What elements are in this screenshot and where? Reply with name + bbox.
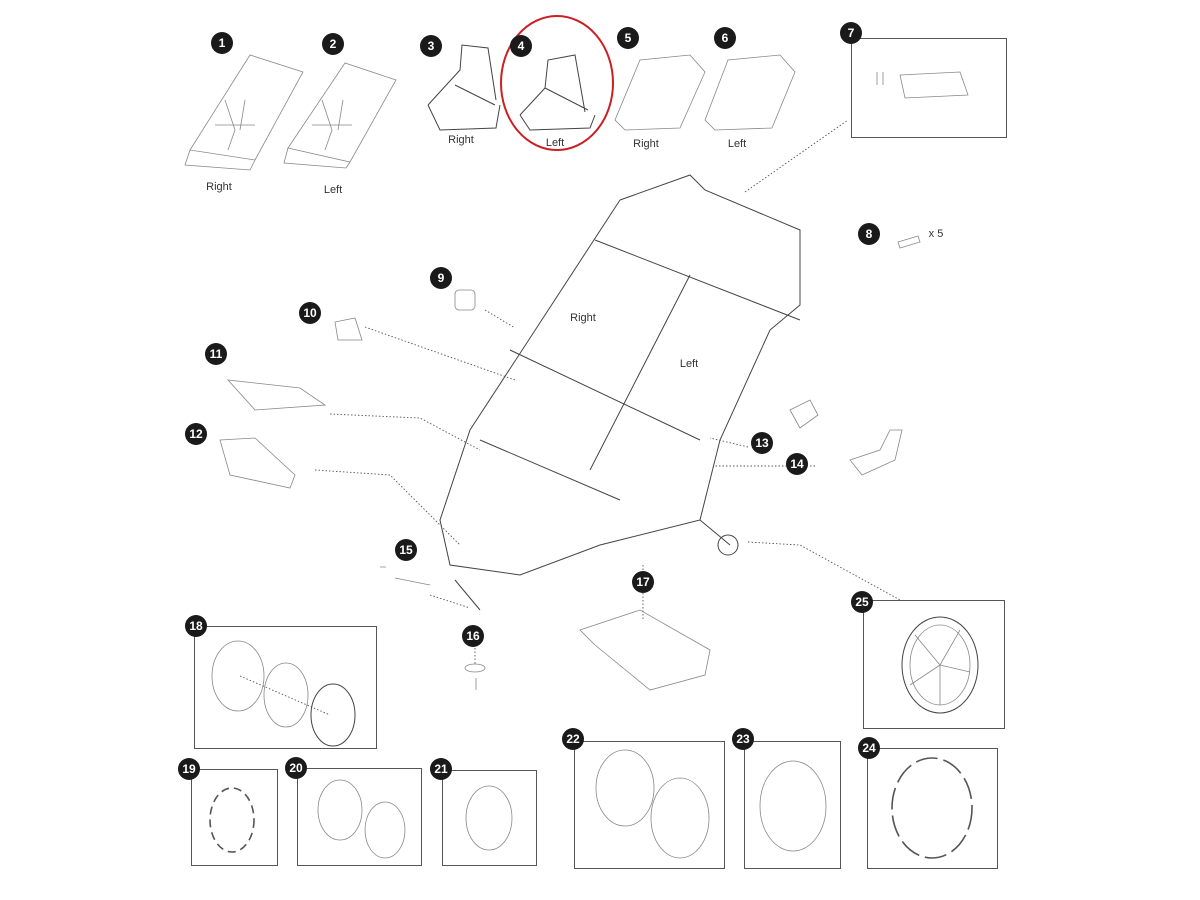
part-number-badge: 15 bbox=[395, 539, 417, 561]
part-number-badge: 24 bbox=[858, 737, 880, 759]
part-20-box bbox=[297, 768, 422, 866]
wheel-24-drawing bbox=[891, 757, 973, 859]
part-number-badge: 14 bbox=[786, 453, 808, 475]
part-9-drawing bbox=[454, 289, 476, 311]
part-7-box bbox=[851, 38, 1007, 138]
part-5-label: Right bbox=[633, 138, 659, 150]
part-number-badge: 10 bbox=[299, 302, 321, 324]
part-number-badge: 3 bbox=[420, 35, 442, 57]
part-number-badge: 2 bbox=[322, 33, 344, 55]
basket-drawing bbox=[579, 609, 711, 691]
wheel-20-drawing bbox=[317, 779, 406, 859]
part-number-badge: 13 bbox=[751, 432, 773, 454]
part-number-badge: 21 bbox=[430, 758, 452, 780]
bolt-drawing bbox=[897, 235, 921, 249]
part-15-drawing bbox=[380, 566, 431, 586]
part-19-box bbox=[191, 769, 278, 866]
canopy-frame-right-drawing bbox=[427, 44, 501, 131]
part-18-box bbox=[194, 626, 377, 749]
seat-right-drawing bbox=[184, 54, 304, 171]
part-number-badge: 18 bbox=[185, 615, 207, 637]
part-14-drawing bbox=[849, 429, 903, 476]
wheel-23-drawing bbox=[759, 760, 827, 852]
part-8-quantity: x 5 bbox=[928, 228, 944, 240]
part-1-label: Right bbox=[206, 181, 232, 193]
part-24-box bbox=[867, 748, 998, 869]
part-number-badge: 19 bbox=[178, 758, 200, 780]
handle-cover-drawing bbox=[876, 71, 969, 99]
part-number-badge: 11 bbox=[205, 343, 227, 365]
canopy-right-drawing bbox=[614, 54, 706, 131]
part-number-badge: 12 bbox=[185, 423, 207, 445]
part-number-badge: 8 bbox=[858, 223, 880, 245]
part-6-label: Left bbox=[727, 138, 747, 150]
part-21-box bbox=[442, 770, 537, 866]
part-number-badge: 20 bbox=[285, 757, 307, 779]
part-number-badge: 1 bbox=[211, 32, 233, 54]
highlight-circle bbox=[500, 15, 614, 151]
wheel-22-drawing bbox=[595, 749, 710, 859]
part-12-drawing bbox=[219, 437, 296, 489]
canopy-left-drawing bbox=[704, 54, 796, 131]
stroller-frame-drawing bbox=[439, 174, 801, 611]
part-11-drawing bbox=[226, 379, 327, 411]
part-4-label: Left bbox=[545, 137, 565, 149]
part-16-drawing bbox=[464, 663, 486, 690]
part-2-label: Left bbox=[323, 184, 343, 196]
frame-left-label: Left bbox=[679, 358, 699, 370]
canopy-frame-left-drawing bbox=[519, 54, 596, 131]
part-number-badge: 7 bbox=[840, 22, 862, 44]
part-number-badge: 6 bbox=[714, 27, 736, 49]
wheel-25-drawing bbox=[901, 616, 979, 714]
part-number-badge: 23 bbox=[732, 728, 754, 750]
part-number-badge: 5 bbox=[617, 27, 639, 49]
part-13-drawing bbox=[789, 399, 819, 429]
part-number-badge: 22 bbox=[562, 728, 584, 750]
part-10-drawing bbox=[334, 317, 363, 341]
seat-left-drawing bbox=[283, 62, 397, 169]
part-number-badge: 25 bbox=[851, 591, 873, 613]
part-22-box bbox=[574, 741, 725, 869]
wheel-21-drawing bbox=[465, 785, 513, 851]
wheel-18-drawing bbox=[211, 640, 356, 747]
part-number-badge: 9 bbox=[430, 267, 452, 289]
part-3-label: Right bbox=[448, 134, 474, 146]
part-number-badge: 4 bbox=[510, 35, 532, 57]
part-25-box bbox=[863, 600, 1005, 729]
wheel-19-drawing bbox=[209, 787, 255, 853]
frame-right-label: Right bbox=[570, 312, 596, 324]
part-23-box bbox=[744, 741, 841, 869]
part-number-badge: 17 bbox=[632, 571, 654, 593]
part-number-badge: 16 bbox=[462, 625, 484, 647]
